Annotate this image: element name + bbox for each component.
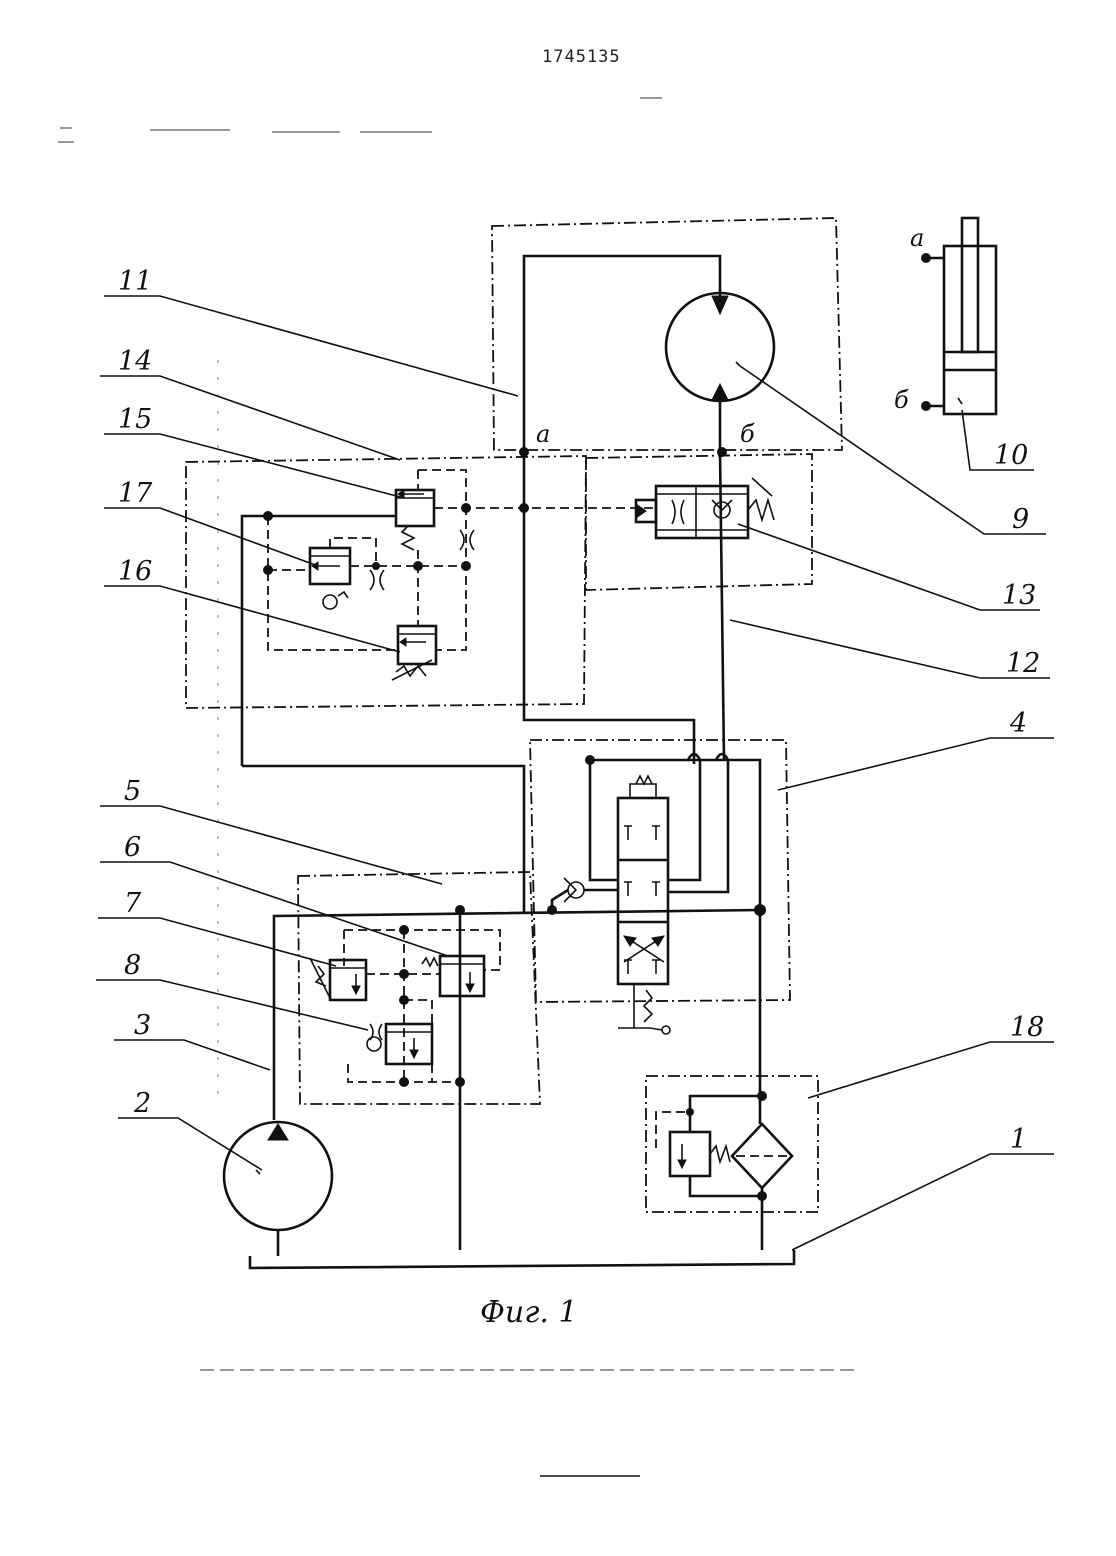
block-14-lines — [242, 470, 656, 766]
label-14: 14 — [118, 346, 152, 377]
label-15: 15 — [118, 404, 152, 435]
cylinder-port-b-label: б — [894, 386, 909, 414]
tank-1 — [250, 1250, 794, 1268]
hydraulic-cylinder-10 — [921, 218, 996, 414]
label-16: 16 — [118, 556, 152, 587]
document-number: 1745135 — [542, 47, 621, 67]
block-5-valves — [310, 956, 484, 1064]
valve-block-5 — [298, 872, 540, 1104]
distributor-lines — [547, 754, 766, 1080]
valve-17 — [310, 548, 350, 609]
label-2: 2 — [133, 1088, 151, 1119]
pump-2 — [224, 1122, 332, 1256]
label-7: 7 — [124, 888, 142, 919]
directional-valve-4 — [618, 776, 670, 1034]
block-5-lines — [274, 905, 760, 1250]
cylinder-port-a-label: а — [910, 224, 924, 252]
label-9: 9 — [1012, 504, 1029, 535]
label-11: 11 — [118, 266, 152, 297]
label-4: 4 — [1009, 708, 1027, 739]
label-12: 12 — [1006, 648, 1040, 679]
label-6: 6 — [124, 832, 141, 863]
port-a-label: а — [536, 420, 550, 448]
hydraulic-motor-9 — [666, 293, 774, 401]
enclosure-right — [586, 454, 812, 590]
label-18: 18 — [1010, 1012, 1044, 1043]
leader-lines — [96, 296, 1054, 1250]
label-3: 3 — [134, 1010, 151, 1041]
scan-artifacts — [58, 98, 860, 1476]
filter-18 — [656, 1080, 792, 1250]
figure-caption: Фиг. 1 — [480, 1295, 578, 1330]
valve-15 — [396, 490, 434, 550]
directional-valve-block-4 — [530, 740, 790, 1002]
label-5: 5 — [124, 776, 141, 807]
label-17: 17 — [118, 478, 153, 509]
port-b-label: б — [740, 420, 755, 448]
valve-16 — [392, 626, 436, 680]
label-13: 13 — [1002, 580, 1036, 611]
label-10: 10 — [994, 440, 1028, 471]
label-1: 1 — [1010, 1124, 1027, 1155]
label-8: 8 — [124, 950, 141, 981]
